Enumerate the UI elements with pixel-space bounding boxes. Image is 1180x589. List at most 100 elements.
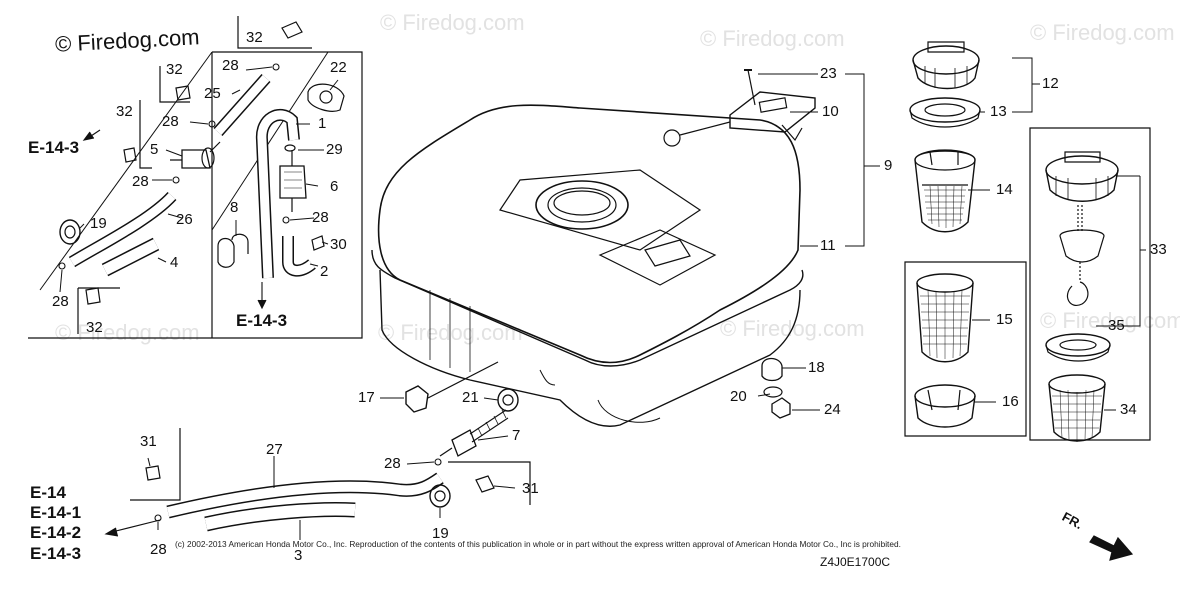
copyright-notice: (c) 2002-2013 American Honda Motor Co., …: [175, 539, 901, 549]
frame-line: [139, 100, 152, 169]
callout-29: 29: [326, 141, 343, 158]
front-direction-arrow-icon: [1089, 535, 1134, 561]
ref-e-14: E-14: [30, 483, 66, 502]
fuel-valve-7: [439, 409, 509, 457]
callout-20: 20: [730, 388, 747, 405]
callout-28: 28: [222, 57, 239, 74]
callout-13: 13: [990, 103, 1007, 120]
washer-21: [497, 388, 519, 412]
clip-32: [85, 21, 303, 305]
ref-e-14-2: E-14-2: [30, 523, 82, 542]
clamp-22: [307, 83, 345, 112]
callout-3: 3: [294, 547, 303, 564]
callout-28: 28: [132, 173, 149, 190]
frame-line: [159, 66, 190, 103]
fuel-tank: [371, 104, 804, 427]
callout-17: 17: [358, 389, 375, 406]
strainer-34: [1048, 374, 1106, 442]
callout-16: 16: [1002, 393, 1019, 410]
callout-19: 19: [432, 525, 449, 542]
callout-2: 2: [320, 263, 329, 280]
callout-10: 10: [822, 103, 839, 120]
callout-34: 34: [1120, 401, 1137, 418]
callout-33: 33: [1150, 241, 1167, 258]
hose-26: [68, 191, 177, 268]
fuel-cap-33: [1045, 151, 1119, 306]
cap-seal-13: [909, 97, 981, 128]
fuel-filter-6: [279, 150, 307, 212]
callout-5: 5: [150, 141, 159, 158]
ref-e-14-3: E-14-3: [30, 544, 82, 563]
callout-12: 12: [1042, 75, 1059, 92]
arrow-icon: [82, 129, 267, 537]
watermark: © Firedog.com: [380, 10, 525, 35]
clip-30: [311, 235, 325, 251]
hose-27: [166, 472, 444, 519]
grommet-19-bottom: [429, 484, 451, 508]
hose-4: [101, 237, 160, 277]
callout-28: 28: [384, 455, 401, 472]
callout-9: 9: [884, 157, 893, 174]
callout-35: 35: [1108, 317, 1125, 334]
callout-32: 32: [166, 61, 183, 78]
callout-32: 32: [86, 319, 103, 336]
watermark: © Firedog.com: [700, 26, 845, 51]
callout-1: 1: [318, 115, 327, 132]
frame-line: [77, 287, 120, 334]
washer-20: [763, 386, 783, 398]
frame-line: [28, 51, 363, 339]
watermark: © Firedog.com: [1040, 308, 1180, 333]
small-clip-28: [58, 63, 442, 522]
clip-31: [145, 465, 495, 493]
ref-e-14-3: E-14-3: [28, 138, 80, 157]
bolt-17: [405, 361, 499, 413]
strainer-ring-16: [914, 384, 976, 428]
callout-28: 28: [162, 113, 179, 130]
callout-26: 26: [176, 211, 193, 228]
callout-23: 23: [820, 65, 837, 82]
cap-seal-35: [1045, 333, 1111, 362]
callout-6: 6: [330, 178, 339, 195]
callout-31: 31: [522, 480, 539, 497]
callout-7: 7: [512, 427, 521, 444]
strainer-14: [914, 149, 976, 233]
callout-25: 25: [204, 85, 221, 102]
hose-1: [255, 108, 300, 279]
ref-e-14-3: E-14-3: [236, 311, 288, 330]
callout-14: 14: [996, 181, 1013, 198]
nut-24: [771, 397, 791, 419]
fuel-gauge: [663, 69, 816, 147]
hose-3: [204, 502, 356, 532]
ref-e-14-1: E-14-1: [30, 503, 82, 522]
callout-21: 21: [462, 389, 479, 406]
washer-29: [284, 144, 296, 152]
callout-31: 31: [140, 433, 157, 450]
frame-line: [904, 261, 1027, 437]
watermark: © Firedog.com: [1030, 20, 1175, 45]
hose-2: [282, 236, 316, 277]
callout-32: 32: [246, 29, 263, 46]
frame-line: [1029, 127, 1151, 441]
callout-28: 28: [312, 209, 329, 226]
callout-24: 24: [824, 401, 841, 418]
frame-line: [448, 461, 531, 505]
fuel-cap-12: [912, 41, 980, 90]
callout-11: 11: [820, 237, 836, 254]
callout-30: 30: [330, 236, 347, 253]
callout-27: 27: [266, 441, 283, 458]
callout-18: 18: [808, 359, 825, 376]
callout-19: 19: [90, 215, 107, 232]
callout-4: 4: [170, 254, 179, 271]
frame-line: [130, 428, 181, 501]
callout-32: 32: [116, 103, 133, 120]
frame-line: [237, 16, 312, 49]
callout-22: 22: [330, 59, 347, 76]
diagram-code: Z4J0E1700C: [820, 555, 891, 569]
strainer-15: [916, 273, 974, 363]
mount-rubber-18: [761, 357, 783, 382]
callout-8: 8: [230, 199, 239, 216]
callout-15: 15: [996, 311, 1013, 328]
clip-8: [217, 233, 249, 268]
